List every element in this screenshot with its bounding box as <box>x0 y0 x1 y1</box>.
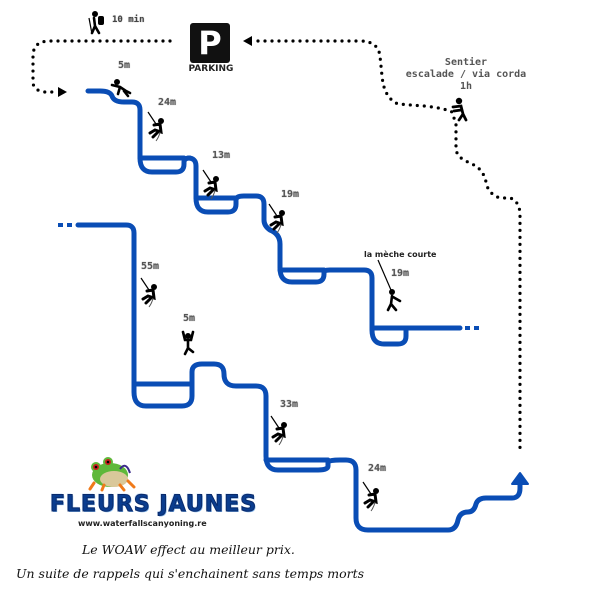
obstacle-height: 19m <box>281 189 300 200</box>
tagline-line2: Un suite de rappels qui s'enchainent san… <box>16 566 365 581</box>
canyon-title: FLEURS JAUNES <box>49 492 258 518</box>
climber-icon <box>451 97 468 122</box>
swing-icon <box>377 259 402 312</box>
obstacle-height: 13m <box>212 150 231 161</box>
slide-icon <box>110 79 132 98</box>
tagline-line1: Le WOAW effect au meilleur prix. <box>82 542 295 557</box>
parking-label: PARKING <box>188 64 234 74</box>
exit-arrow-icon <box>511 472 529 485</box>
rappel-icon <box>361 480 381 513</box>
obstacle-height: 5m <box>183 313 196 324</box>
route-upper-continuation <box>465 326 479 330</box>
return-trail-time: 1h <box>459 81 473 92</box>
route-lower <box>75 222 523 533</box>
obstacle-name: la mèche courte <box>364 250 437 259</box>
obstacle-height: 33m <box>280 399 299 410</box>
obstacle-height: 24m <box>158 97 177 108</box>
parking-sign: P <box>190 23 230 63</box>
approach-arrow-icon <box>58 87 67 97</box>
jump-icon <box>181 330 195 356</box>
return-trail <box>256 39 522 452</box>
rappel-icon <box>139 276 159 309</box>
route-lower-start <box>58 223 72 227</box>
approach-trail <box>31 39 172 94</box>
website-link[interactable]: www.waterfallscanyoning.re <box>78 519 207 528</box>
return-arrow-icon <box>243 36 252 46</box>
return-trail-label: Sentier escalade / via corda 1h <box>396 57 536 93</box>
walk-time-label: 10 min <box>112 15 145 25</box>
obstacle-height: 19m <box>391 268 410 279</box>
return-trail-line1: Sentier <box>444 57 488 68</box>
return-trail-line2: escalade / via corda <box>405 69 527 80</box>
rappel-icon <box>201 168 221 201</box>
route-upper <box>85 88 463 347</box>
hiker-icon <box>88 11 104 35</box>
rappel-icon <box>146 110 166 143</box>
rappel-icon <box>269 414 289 447</box>
obstacle-height: 55m <box>141 261 160 272</box>
frog-logo <box>88 457 136 492</box>
obstacle-height: 24m <box>368 463 387 474</box>
obstacle-height: 5m <box>118 60 131 71</box>
